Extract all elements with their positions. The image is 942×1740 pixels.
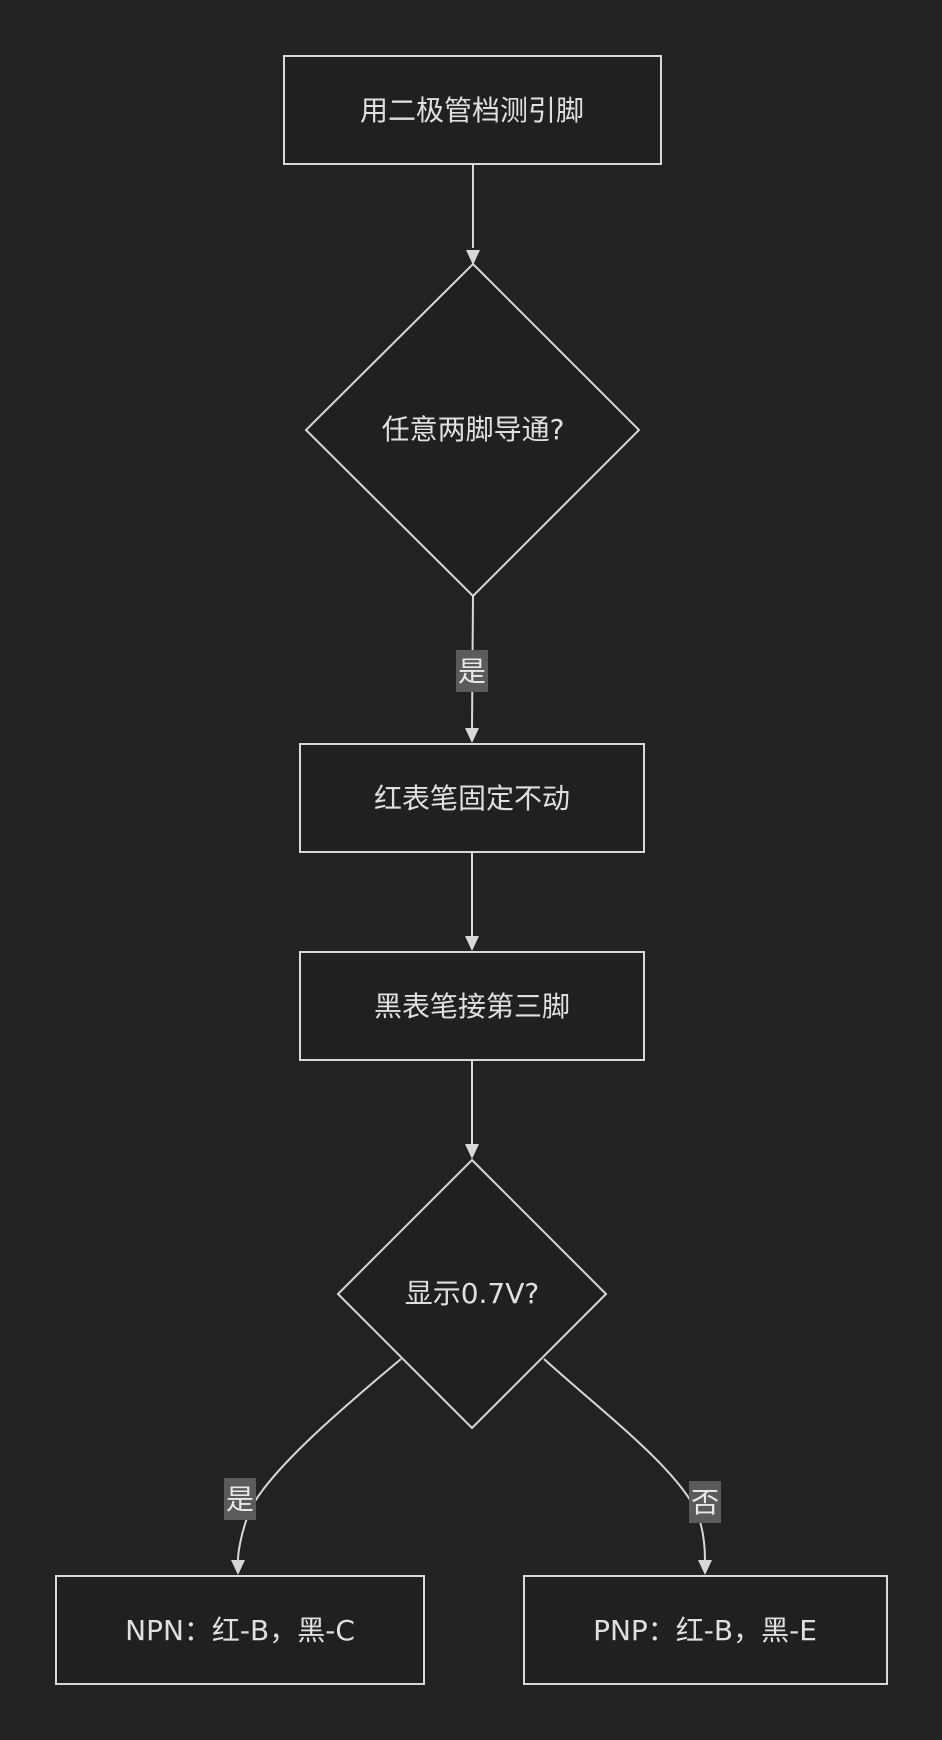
arrowhead-icon <box>465 936 479 951</box>
node-label: PNP：红-B，黑-E <box>593 1614 817 1647</box>
process-box <box>299 951 645 1061</box>
process-box <box>283 55 662 165</box>
node-step-red: 红表笔固定不动 <box>299 743 645 853</box>
node-label: 任意两脚导通? <box>382 413 565 446</box>
node-decision1: 任意两脚导通? <box>304 262 641 598</box>
process-box <box>299 743 645 853</box>
edge-label-text: 是 <box>226 1483 254 1516</box>
arrowhead-icon <box>465 1144 479 1159</box>
result-box <box>55 1575 425 1685</box>
node-step-black: 黑表笔接第三脚 <box>299 951 645 1061</box>
node-label: NPN：红-B，黑-C <box>125 1614 355 1647</box>
edge-label-text: 否 <box>691 1486 719 1519</box>
edge-label-yes1: 是 <box>456 650 488 692</box>
arrowhead-icon <box>465 728 479 743</box>
node-start: 用二极管档测引脚 <box>283 55 662 165</box>
node-label: 黑表笔接第三脚 <box>374 990 570 1023</box>
node-pnp: PNP：红-B，黑-E <box>523 1575 888 1685</box>
node-npn: NPN：红-B，黑-C <box>55 1575 425 1685</box>
edge-label-bg <box>456 650 488 692</box>
nodes: 用二极管档测引脚 任意两脚导通? 红表笔固定不动 黑表笔接第三脚 显示0.7V?… <box>55 55 888 1685</box>
node-label: 显示0.7V? <box>405 1277 540 1310</box>
edge-labels: 是 是 否 <box>224 650 721 1523</box>
edge-label-bg <box>224 1478 256 1520</box>
edge-label-no2: 否 <box>689 1481 721 1523</box>
edge-decision2-to-npn <box>237 1358 402 1561</box>
node-label: 用二极管档测引脚 <box>360 94 584 127</box>
result-box <box>523 1575 888 1685</box>
edge-label-bg <box>689 1481 721 1523</box>
edge-decision2-to-pnp <box>543 1358 706 1561</box>
edge-label-yes2: 是 <box>224 1478 256 1520</box>
node-decision2: 显示0.7V? <box>336 1158 608 1430</box>
arrowhead-icon <box>698 1560 712 1575</box>
decision-diamond <box>336 1158 608 1430</box>
edges <box>231 165 712 1575</box>
decision-diamond <box>304 262 641 598</box>
arrowhead-icon <box>231 1560 245 1575</box>
edge-label-text: 是 <box>458 655 486 688</box>
node-label: 红表笔固定不动 <box>374 782 570 815</box>
arrowhead-icon <box>466 250 480 265</box>
